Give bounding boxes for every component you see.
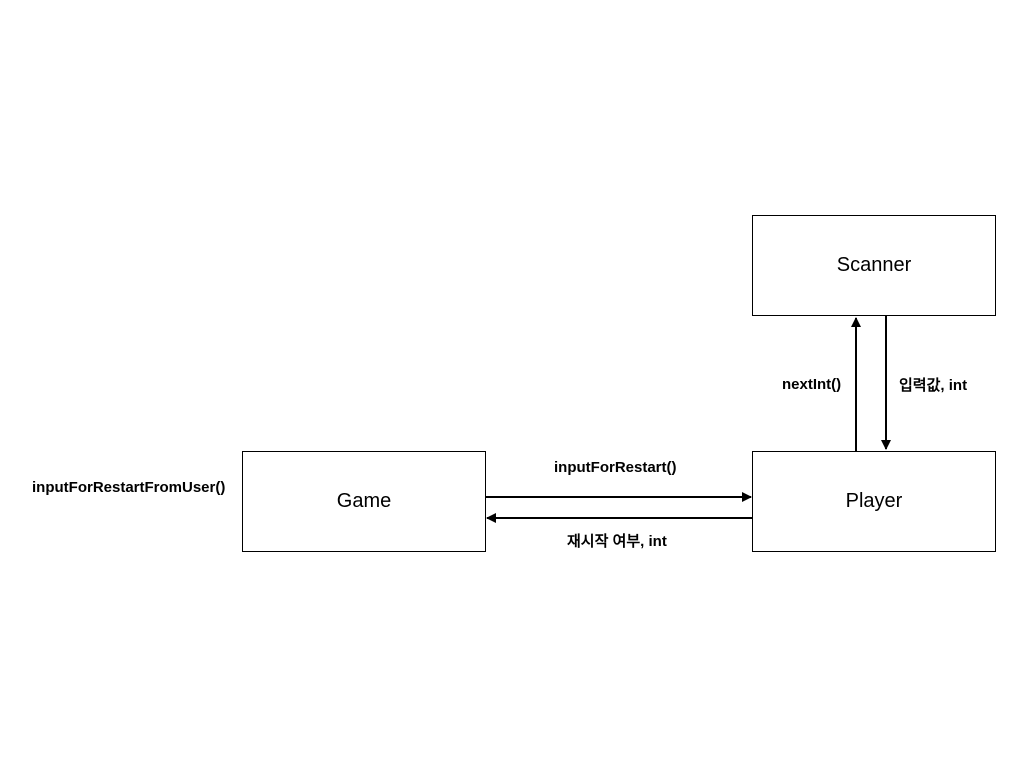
- game-node-label: Game: [336, 490, 392, 512]
- game-to-player-label: inputForRestart(): [554, 459, 677, 476]
- scanner-to-player-label: 입력값, int: [899, 377, 968, 394]
- scanner-node: Scanner: [752, 215, 996, 316]
- player-to-game-label: 재시작 여부, int: [567, 533, 667, 550]
- game-method-label: inputForRestartFromUser(): [32, 479, 226, 496]
- player-node-label: Player: [845, 490, 903, 512]
- scanner-node-label: Scanner: [836, 254, 912, 276]
- game-node: Game: [242, 451, 486, 552]
- player-to-scanner-label: nextInt(): [782, 376, 842, 393]
- player-node: Player: [752, 451, 996, 552]
